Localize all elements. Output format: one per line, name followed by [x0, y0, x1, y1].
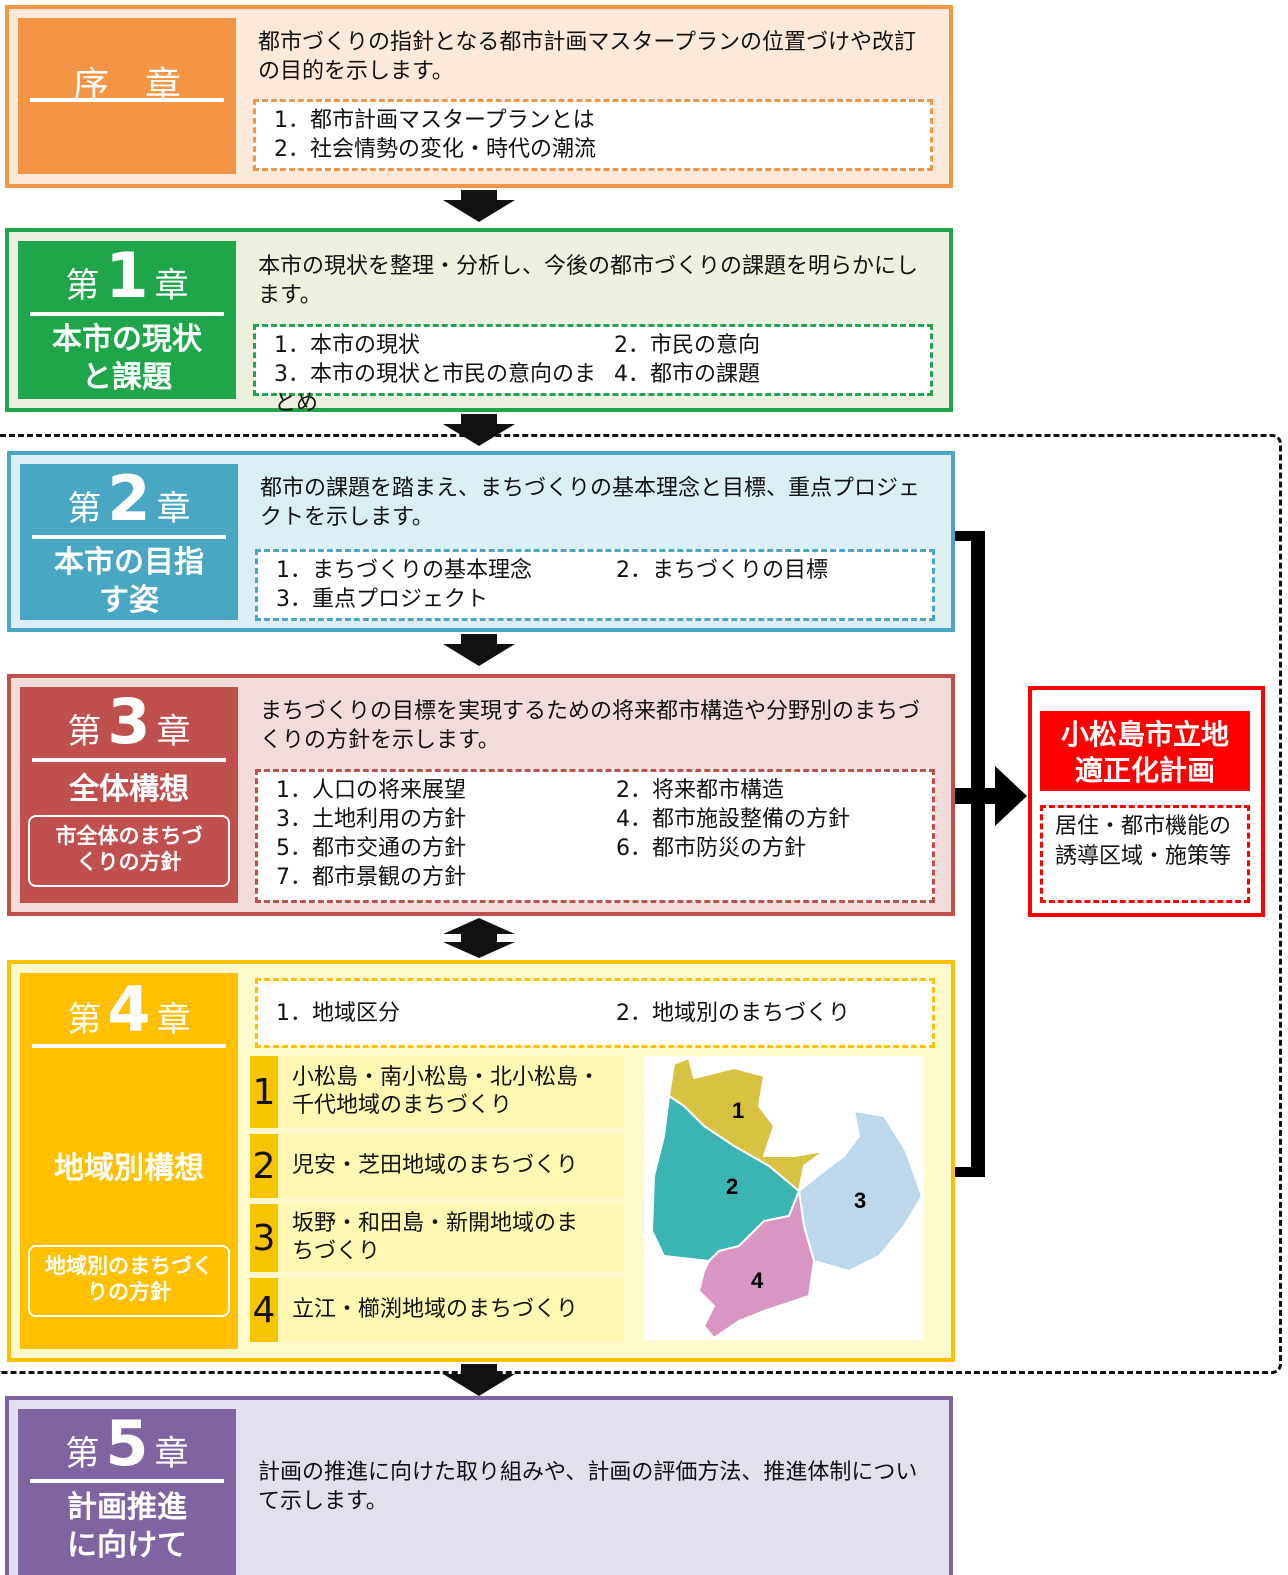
- chapter3-item: 4．都市施設整備の方針: [616, 807, 850, 832]
- chapter4-label-box: 第 4 章 地域別構想 地域別のまちづくりの方針: [20, 973, 238, 1349]
- chapter4-item: 2．地域別のまちづくり: [616, 1001, 850, 1026]
- chapter1-item: 3．本市の現状と市民の意向のまとめ: [274, 362, 596, 416]
- chapter2-subtitle: 本市の目指す姿: [54, 545, 204, 618]
- chapter4-item: 1．地域区分: [276, 1001, 400, 1026]
- area-number: 4: [250, 1278, 278, 1342]
- chapter-prefix: 第: [65, 1434, 100, 1474]
- flow-arrow-stem: [461, 634, 497, 646]
- chapter3-subtitle: 全体構想: [69, 772, 189, 807]
- chapter-number: 3: [107, 685, 151, 758]
- flow-arrow-stem: [461, 414, 497, 426]
- chapter1-item: 4．都市の課題: [614, 362, 760, 387]
- prologue-item-list: 1．都市計画マスタープランとは 2．社会情勢の変化・時代の潮流: [253, 99, 933, 171]
- area-row: 3 坂野・和田島・新開地域のまちづくり: [250, 1204, 624, 1272]
- chapter3-item: 6．都市防災の方針: [616, 836, 806, 861]
- chapter2-item: 3．重点プロジェクト: [276, 587, 488, 612]
- chapter3-item-list: 1．人口の将来展望 2．将来都市構造 3．土地利用の方針 4．都市施設整備の方針 5…: [255, 769, 935, 903]
- chapter2-label-box: 第 2 章 本市の目指す姿: [20, 464, 238, 620]
- district-4-shape: [697, 1187, 816, 1340]
- chapter3-item: 7．都市景観の方針: [276, 865, 466, 890]
- chapter4-subtitle: 地域別構想: [54, 1151, 204, 1186]
- area-row: 4 立江・櫛渕地域のまちづくり: [250, 1278, 624, 1342]
- arrow-to-location-plan: [995, 766, 1027, 826]
- district-3-shape: [797, 1109, 924, 1273]
- chapter5-description: 計画の推進に向けた取り組みや、計画の評価方法、推進体制について示します。: [258, 1460, 918, 1514]
- district-label: 4: [751, 1268, 764, 1293]
- bidirectional-arrow: [443, 918, 515, 958]
- chapter-suffix: 章: [154, 1434, 189, 1474]
- prologue-description: 都市づくりの指針となる都市計画マスタープランの位置づけや改訂の目的を示します。: [258, 30, 917, 84]
- area-number: 3: [250, 1204, 278, 1272]
- chapter3-description: まちづくりの目標を実現するための将来都市構造や分野別のまちづくりの方針を示します…: [260, 699, 921, 753]
- chapter-prefix: 第: [65, 266, 100, 306]
- chapter3-item: 2．将来都市構造: [616, 778, 784, 803]
- chapter-prefix: 第: [67, 712, 102, 752]
- chapter-prefix: 第: [67, 1000, 102, 1040]
- chapter1-subtitle: 本市の現状と課題: [52, 322, 202, 395]
- location-plan-body: 居住・都市機能の誘導区域・施策等: [1040, 805, 1250, 903]
- chapter-suffix: 章: [154, 266, 189, 306]
- bracket-connector: [955, 1167, 985, 1177]
- prologue-label-box: 序 章: [18, 18, 236, 174]
- bracket-connector: [955, 531, 985, 541]
- chapter2-item: 1．まちづくりの基本理念: [276, 558, 532, 583]
- district-label: 3: [854, 1188, 866, 1213]
- location-plan-title: 小松島市立地適正化計画: [1040, 711, 1250, 791]
- chapter2-description: 都市の課題を踏まえ、まちづくりの基本理念と目標、重点プロジェクトを示します。: [260, 476, 921, 530]
- flow-arrow: [443, 644, 515, 666]
- area-number: 2: [250, 1134, 278, 1198]
- district-label: 1: [732, 1098, 744, 1123]
- flow-arrow-stem: [461, 1364, 497, 1376]
- chapter3-item: 5．都市交通の方針: [276, 836, 466, 861]
- area-text: 立江・櫛渕地域のまちづくり: [292, 1297, 579, 1322]
- area-number: 1: [250, 1056, 278, 1128]
- prologue-item: 1．都市計画マスタープランとは: [274, 108, 595, 133]
- flow-arrow: [443, 1374, 515, 1396]
- area-text: 坂野・和田島・新開地域のまちづくり: [292, 1211, 579, 1264]
- area-row: 1 小松島・南小松島・北小松島・千代地域のまちづくり: [250, 1056, 624, 1128]
- chapter-number: 4: [107, 973, 151, 1046]
- chapter4-policy-badge: 地域別のまちづくりの方針: [28, 1245, 230, 1317]
- chapter-suffix: 章: [156, 1000, 191, 1040]
- chapter1-item-list: 1．本市の現状 2．市民の意向 3．本市の現状と市民の意向のまとめ 4．都市の課題: [253, 324, 933, 416]
- district-map: 1 2 3 4: [644, 1056, 924, 1340]
- area-row: 2 児安・芝田地域のまちづくり: [250, 1134, 624, 1198]
- chapter3-policy-badge: 市全体のまちづくりの方針: [28, 815, 230, 887]
- chapter2-item-list: 1．まちづくりの基本理念 2．まちづくりの目標 3．重点プロジェクト: [255, 549, 935, 621]
- chapter3-item: 3．土地利用の方針: [276, 807, 466, 832]
- chapter1-description: 本市の現状を整理・分析し、今後の都市づくりの課題を明らかにします。: [258, 254, 919, 308]
- prologue-item: 2．社会情勢の変化・時代の潮流: [274, 137, 596, 162]
- flow-arrow-stem: [461, 190, 497, 202]
- chapter-number: 5: [105, 1407, 149, 1480]
- chapter-prefix: 第: [67, 489, 102, 529]
- district-label: 2: [726, 1174, 738, 1199]
- chapter5-label-box: 第 5 章 計画推進に向けて: [18, 1409, 236, 1575]
- area-text: 小松島・南小松島・北小松島・千代地域のまちづくり: [292, 1065, 601, 1118]
- chapter2-item: 2．まちづくりの目標: [616, 558, 828, 583]
- chapter1-item: 1．本市の現状: [274, 333, 420, 358]
- chapter3-item: 1．人口の将来展望: [276, 778, 466, 803]
- bracket-connector: [971, 531, 985, 1177]
- chapter5-subtitle: 計画推進に向けて: [67, 1490, 187, 1563]
- flow-arrow: [443, 200, 515, 222]
- chapter1-label-box: 第 1 章 本市の現状と課題: [18, 241, 236, 399]
- chapter-number: 2: [107, 462, 151, 535]
- chapter1-item: 2．市民の意向: [614, 333, 760, 358]
- bracket-connector: [955, 788, 995, 804]
- chapter-suffix: 章: [156, 489, 191, 529]
- chapter-number: 1: [105, 239, 149, 312]
- chapter3-label-box: 第 3 章 全体構想 市全体のまちづくりの方針: [20, 687, 238, 903]
- chapter4-item-list: 1．地域区分 2．地域別のまちづくり: [255, 978, 935, 1048]
- district-map-svg: 1 2 3 4: [650, 1056, 924, 1340]
- area-text: 児安・芝田地域のまちづくり: [292, 1153, 579, 1178]
- location-plan-scope-border: [0, 434, 1282, 1374]
- chapter-suffix: 章: [156, 712, 191, 752]
